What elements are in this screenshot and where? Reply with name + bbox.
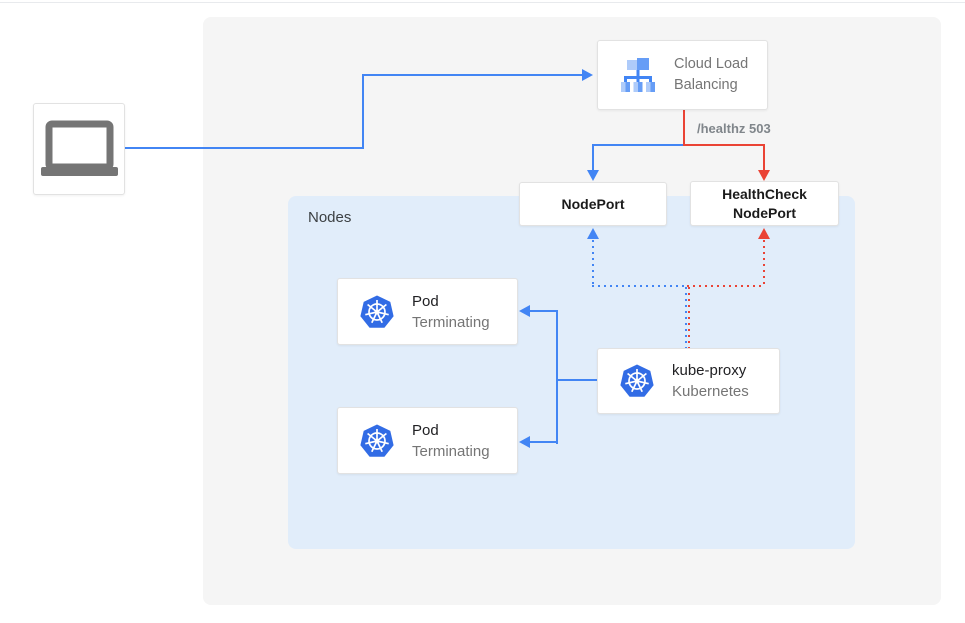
cloud-load-balancing-icon	[621, 58, 655, 92]
kubernetes-icon	[620, 364, 654, 397]
dotted-blue-h	[592, 285, 687, 287]
arrowhead-into-nodeport	[587, 170, 599, 181]
healthcheck-label: HealthCheck NodePort	[722, 185, 807, 221]
arrowhead-into-pod2	[519, 436, 530, 448]
pod1-label: Pod Terminating	[412, 292, 490, 331]
dotted-double-blue-v	[685, 287, 687, 348]
arrowhead-into-pod1	[519, 305, 530, 317]
cloud-load-balancing-box: Cloud Load Balancing	[597, 40, 768, 110]
pod2-box: Pod Terminating	[337, 407, 518, 474]
pod1-box: Pod Terminating	[337, 278, 518, 345]
healthcheck-nodeport-box: HealthCheck NodePort	[690, 181, 839, 226]
dotted-double-red-v	[688, 287, 690, 348]
kubernetes-icon	[360, 295, 394, 328]
proxy-to-pod1-h	[530, 310, 557, 312]
page-top-divider	[0, 2, 965, 3]
kube-proxy-box: kube-proxy Kubernetes	[597, 348, 780, 414]
nodeport-box: NodePort	[519, 182, 667, 226]
healthz-503-label: /healthz 503	[697, 121, 771, 136]
proxy-to-pods-v	[556, 310, 558, 444]
client-to-lb-line-h1	[125, 147, 364, 149]
proxy-to-pod2-h	[530, 441, 557, 443]
kube-proxy-label: kube-proxy Kubernetes	[672, 362, 749, 400]
branch-blue-v	[592, 144, 594, 171]
client-box	[33, 103, 125, 195]
branch-blue-h	[592, 144, 685, 146]
dotted-red-h	[687, 285, 765, 287]
client-to-lb-line-v	[362, 74, 364, 149]
dotted-arrowhead-up-healthcheck	[758, 228, 770, 239]
branch-red-v	[763, 144, 765, 171]
nodes-label: Nodes	[308, 209, 352, 226]
branch-red-h	[683, 144, 765, 146]
laptop-icon	[41, 120, 118, 176]
dotted-red-v	[763, 240, 765, 286]
arrowhead-into-lb	[582, 69, 593, 81]
client-to-lb-line-h2	[362, 74, 582, 76]
lb-down-line-red	[683, 110, 685, 146]
dotted-blue-v	[592, 240, 594, 286]
proxy-to-pods-stub	[557, 379, 597, 381]
arrowhead-into-healthcheck	[758, 170, 770, 181]
pod2-label: Pod Terminating	[412, 421, 490, 460]
dotted-arrowhead-up-nodeport	[587, 228, 599, 239]
kubernetes-icon	[360, 424, 394, 457]
cloud-load-balancing-label: Cloud Load Balancing	[674, 56, 749, 93]
